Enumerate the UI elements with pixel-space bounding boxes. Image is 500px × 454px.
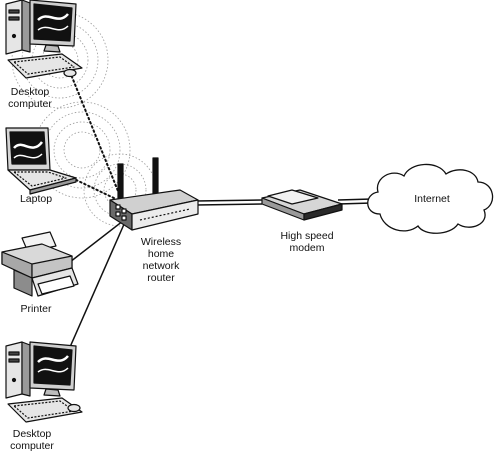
internet-label: Internet <box>400 193 464 205</box>
label-line: Wireless <box>140 236 182 248</box>
internet-cloud-icon <box>367 163 494 234</box>
router-label: Wireless home network router <box>133 236 189 284</box>
label-line: Desktop <box>12 428 52 440</box>
label-line: Desktop <box>10 86 50 98</box>
laptop-label: Laptop <box>8 193 64 205</box>
wireless-link-laptop <box>71 177 119 201</box>
label-line: modem <box>289 242 325 254</box>
label-line: router <box>147 272 175 284</box>
laptop-icon <box>5 127 77 195</box>
label-line: computer <box>10 440 54 452</box>
desktop-computer-top-icon <box>5 0 83 79</box>
label-line: Printer <box>20 303 52 315</box>
desktop-computer-bottom-icon <box>5 341 83 423</box>
label-line: High speed <box>280 230 334 242</box>
label-line: network <box>142 260 180 272</box>
modem-icon <box>261 189 343 221</box>
label-line: Laptop <box>19 193 53 205</box>
modem-label: High speed modem <box>272 230 342 254</box>
label-line: Internet <box>414 193 450 205</box>
label-line: home <box>147 248 175 260</box>
desktop-computer-top-label: Desktop computer <box>2 86 58 110</box>
router-icon <box>109 157 199 231</box>
cable-router-modem-a <box>195 199 263 202</box>
printer-label: Printer <box>8 303 64 315</box>
label-line: computer <box>8 98 52 110</box>
desktop-computer-bottom-label: Desktop computer <box>4 428 60 452</box>
printer-icon <box>1 231 79 297</box>
cable-modem-internet-a <box>337 198 373 201</box>
cable-router-modem-b <box>195 203 263 206</box>
cable-modem-internet-b <box>337 202 373 205</box>
wireless-link-desktop <box>69 71 121 197</box>
